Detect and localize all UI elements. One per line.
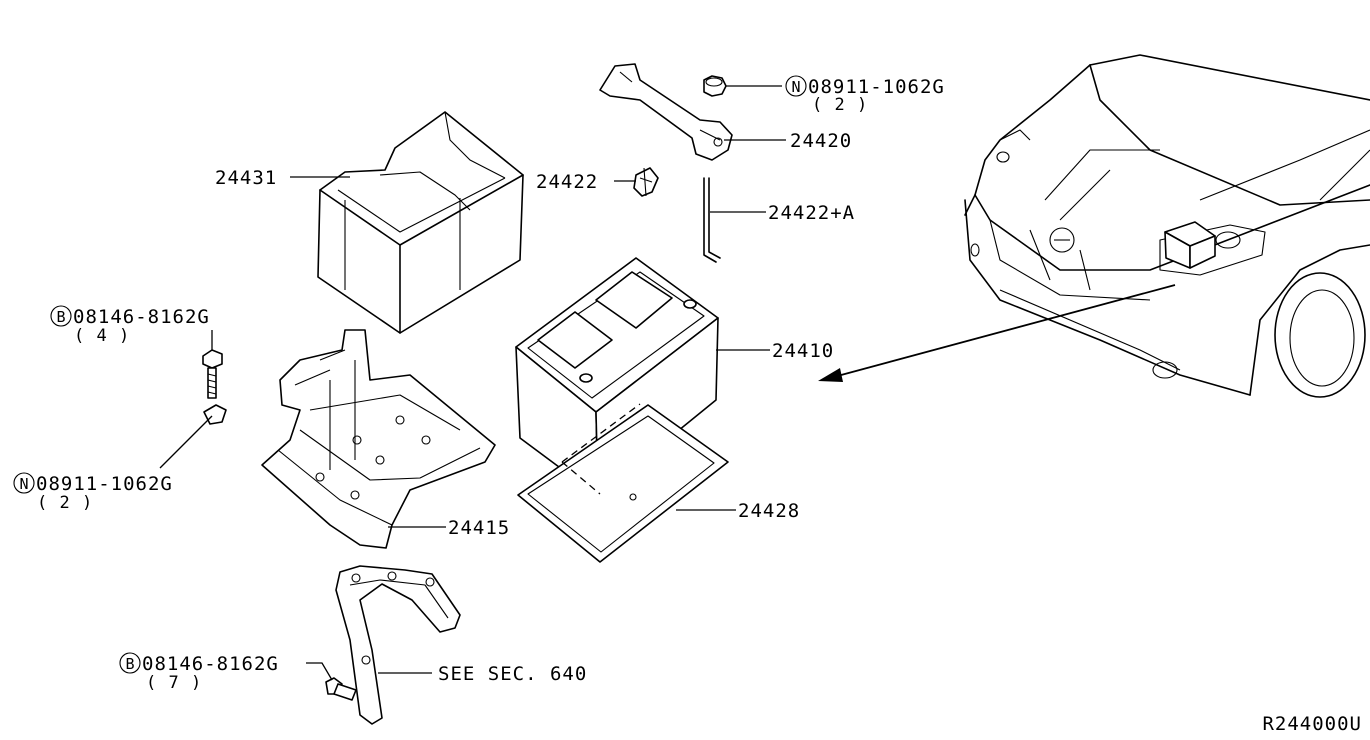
bolt-bottom-icon <box>325 677 357 701</box>
label-24420: 24420 <box>790 130 852 152</box>
reference-code: R244000U <box>1262 713 1362 735</box>
rod-24422a <box>703 177 721 263</box>
label-24415: 24415 <box>448 517 510 539</box>
nut-top-icon <box>703 75 727 97</box>
leader-lines <box>159 85 786 681</box>
vehicle-front-view <box>964 54 1370 398</box>
clip-24422 <box>633 167 659 197</box>
label-24422: 24422 <box>536 171 598 193</box>
bolt-left-prefix: B <box>56 308 65 326</box>
nut-left-qty: ( 2 ) <box>37 493 93 513</box>
bracket-sec-640 <box>335 565 461 725</box>
label-24422a: 24422+A <box>768 202 855 224</box>
nut-left-part: 08911-1062G <box>36 473 173 495</box>
nut-top-qty: ( 2 ) <box>812 95 868 115</box>
nut-top-part: 08911-1062G <box>808 76 945 98</box>
bolt-left-qty: ( 4 ) <box>74 326 130 346</box>
bolt-left-icon <box>202 349 223 399</box>
label-24431: 24431 <box>215 167 277 189</box>
callout-bolt-bottom: B 08146-8162G ( 7 ) <box>119 652 279 693</box>
label-see-sec: SEE SEC. 640 <box>438 663 587 685</box>
callout-nut-left: N 08911-1062G ( 2 ) <box>13 472 173 513</box>
nut-left-prefix: N <box>19 475 28 493</box>
tray-24415 <box>261 329 496 549</box>
callout-nut-top: N 08911-1062G ( 2 ) <box>785 75 945 115</box>
location-arrow <box>818 284 1176 382</box>
battery-cover-24431 <box>317 111 524 334</box>
bolt-left-part: 08146-8162G <box>73 306 210 328</box>
pad-24428 <box>517 403 729 563</box>
bolt-bottom-qty: ( 7 ) <box>146 673 202 693</box>
nut-top-prefix: N <box>791 78 800 96</box>
label-24410: 24410 <box>772 340 834 362</box>
callout-bolt-left: B 08146-8162G ( 4 ) <box>50 305 210 346</box>
frame-24420 <box>599 63 733 161</box>
bolt-bottom-part: 08146-8162G <box>142 653 279 675</box>
label-24428: 24428 <box>738 500 800 522</box>
bolt-bottom-prefix: B <box>125 655 134 673</box>
